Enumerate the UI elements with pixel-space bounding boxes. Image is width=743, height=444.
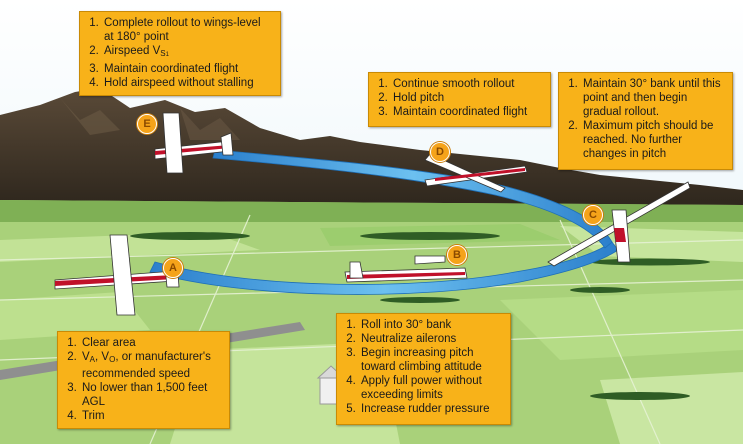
callout-b-item: Apply full power without exceeding limit… — [359, 374, 502, 402]
airplane-d — [424, 153, 528, 193]
callout-a-item: VA, VO, or manufacturer's recommended sp… — [80, 350, 221, 381]
callout-b-item: Begin increasing pitch toward climbing a… — [359, 346, 502, 374]
marker-c: C — [583, 205, 603, 225]
callout-c-item: Maximum pitch should be reached. No furt… — [581, 119, 724, 161]
callout-d-item: Hold pitch — [391, 91, 542, 105]
callout-c-item: Maintain 30° bank until this point and t… — [581, 77, 724, 119]
callout-a-item: Clear area — [80, 336, 221, 350]
callout-d-item: Continue smooth rollout — [391, 77, 542, 91]
callout-c: Maintain 30° bank until this point and t… — [558, 72, 733, 170]
airplane-a — [54, 234, 180, 316]
callout-b-item: Roll into 30° bank — [359, 318, 502, 332]
callout-e-item: Hold airspeed without stalling — [102, 76, 272, 90]
marker-b: B — [447, 245, 467, 265]
callout-b-item: Increase rudder pressure — [359, 402, 502, 416]
airplane-c — [547, 181, 691, 267]
callout-d-item: Maintain coordinated flight — [391, 105, 542, 119]
callout-d: Continue smooth rollout Hold pitch Maint… — [368, 72, 551, 127]
callout-e-item: Maintain coordinated flight — [102, 62, 272, 76]
callout-a: Clear area VA, VO, or manufacturer's rec… — [57, 331, 230, 429]
callout-a-item: Trim — [80, 409, 221, 423]
marker-e: E — [137, 114, 157, 134]
airplane-e — [154, 112, 234, 174]
callout-b: Roll into 30° bank Neutralize ailerons B… — [336, 313, 511, 425]
marker-a: A — [163, 258, 183, 278]
callout-e: Complete rollout to wings-level at 180° … — [79, 11, 281, 96]
marker-d: D — [430, 142, 450, 162]
callout-a-item: No lower than 1,500 feet AGL — [80, 381, 221, 409]
flight-path-upper — [212, 149, 613, 249]
callout-b-item: Neutralize ailerons — [359, 332, 502, 346]
airplane-b — [344, 255, 468, 283]
callout-e-item: Complete rollout to wings-level at 180° … — [102, 16, 272, 44]
callout-e-item: Airspeed VS1 — [102, 44, 272, 62]
